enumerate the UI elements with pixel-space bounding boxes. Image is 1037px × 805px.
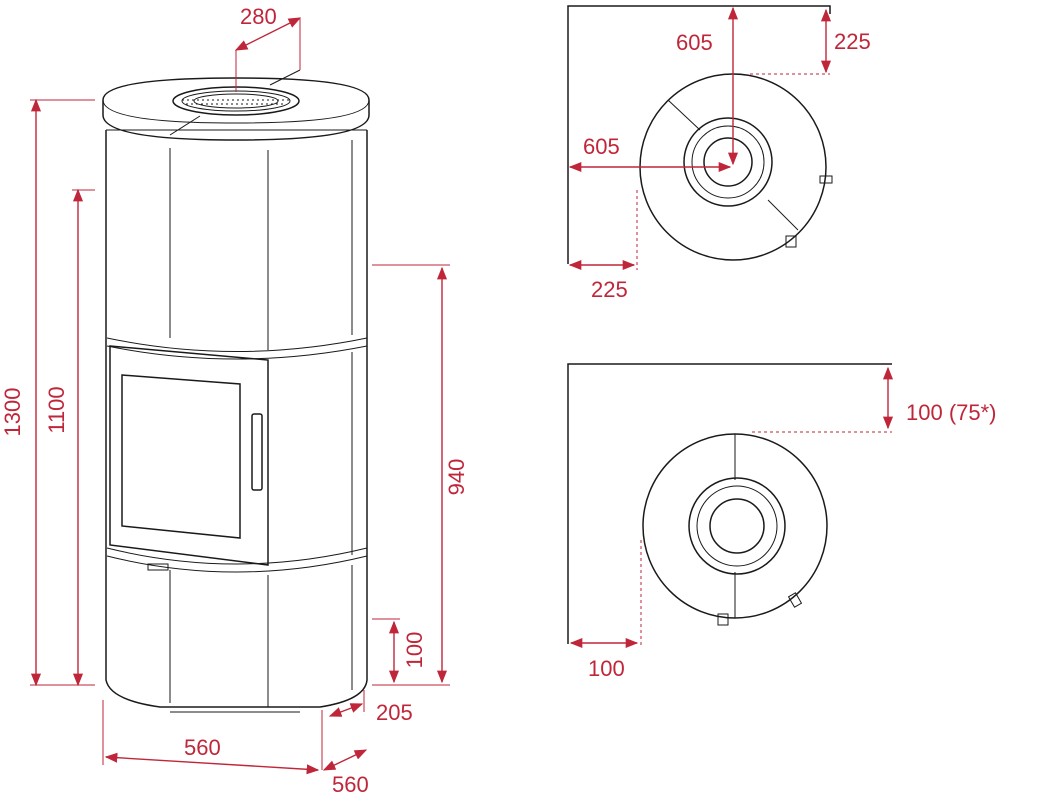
dim-top-opening: 280 — [240, 4, 277, 29]
stove-body — [105, 130, 368, 708]
corner-foot — [785, 235, 797, 248]
door-handle — [251, 413, 263, 491]
dim-width: 560 — [184, 735, 221, 760]
corner-dim-top-offset: 225 — [834, 29, 871, 54]
wall-dim-left: 100 — [588, 656, 625, 681]
front-dimensions: 280 1300 1100 940 100 205 560 560 — [0, 4, 469, 797]
corner-installation-view: 605 225 605 225 — [567, 5, 871, 302]
dim-depth: 560 — [332, 772, 369, 797]
dim-inner-height: 1100 — [44, 386, 69, 433]
stove-front-view — [102, 69, 370, 713]
dim-outlet-height: 100 — [402, 632, 427, 669]
corner-grate — [683, 117, 773, 207]
wall-knob — [787, 592, 803, 608]
stove-door — [109, 345, 269, 566]
dim-flue-height: 940 — [444, 459, 469, 496]
wall-dim-top: 100 (75*) — [906, 400, 997, 425]
corner-knob — [819, 175, 833, 184]
wall-lines — [567, 363, 892, 644]
wall-grate — [688, 477, 786, 575]
dim-overall-height: 1300 — [0, 388, 25, 437]
corner-dim-left: 605 — [583, 134, 620, 159]
corner-dim-left-offset: 225 — [591, 277, 628, 302]
dim-outlet-depth: 205 — [376, 700, 413, 725]
stove-top-plate — [102, 77, 370, 141]
corner-dim-top: 605 — [676, 30, 713, 55]
wall-installation-view: 100 (75*) 100 — [567, 363, 997, 681]
wall-foot — [717, 613, 729, 626]
